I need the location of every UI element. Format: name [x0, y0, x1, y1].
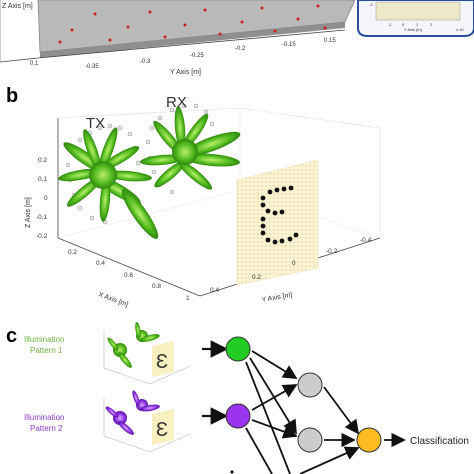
thumb-target: [152, 409, 174, 445]
z-tick: 0.1: [38, 176, 47, 183]
y-axis-label: Y Axis [m]: [261, 292, 293, 304]
inset-tick: -1: [388, 22, 392, 27]
inset-tick: 1: [416, 22, 419, 27]
inset-axis-label: Y Axis [m]: [404, 27, 422, 32]
panel-letter-c: c: [6, 325, 17, 347]
network-connections: [245, 350, 406, 474]
pattern1-thumbnail: Ɛ: [103, 322, 191, 385]
rx-lobe: [140, 154, 184, 166]
z-tick: 0: [44, 195, 48, 202]
tick-label: -0.15: [282, 42, 296, 48]
x-tick: 0.2: [68, 249, 77, 256]
tx-beam-pattern: [58, 123, 159, 239]
z-tick: -0.1: [36, 214, 48, 221]
z-axis-label: Z Axis [m]: [25, 197, 32, 228]
continuation-dot: [230, 470, 234, 474]
tx-label: TX: [86, 115, 105, 132]
target-plane: [236, 159, 319, 286]
pattern2-thumbnail: Ɛ: [103, 390, 191, 453]
rx-beam-pattern: [140, 103, 241, 195]
thumb-tx-lobe: [118, 421, 134, 435]
panel-c: c Illumination Pattern 1 Illumination Pa…: [6, 322, 469, 474]
thumb-tx-lobe: [118, 352, 132, 368]
rx-lobe: [174, 106, 186, 150]
y-tick: -0.4: [360, 237, 372, 244]
tick-label: 0.1: [30, 61, 39, 67]
target-letter-e-dots: [260, 185, 299, 245]
rx-lobe-core: [172, 139, 198, 165]
y-tick: 0: [292, 260, 296, 267]
inset-plot: [375, 1, 461, 21]
hidden-node-1: [297, 372, 323, 398]
rx-lobe: [177, 160, 213, 190]
y-tick: 0.2: [252, 274, 261, 281]
y-tick: 0.4: [210, 287, 219, 294]
thumb-letter-e: Ɛ: [156, 351, 168, 373]
classification-label: Classification: [410, 436, 469, 447]
target-screen: [236, 159, 319, 286]
z-tick: 0.2: [38, 157, 47, 164]
thumb-rx-lobe: [135, 322, 141, 338]
thumb-rx-lobe: [140, 334, 160, 342]
tx-lobe-core: [89, 161, 117, 189]
inset-tick: x 10: [456, 27, 464, 32]
tick-label: 0.15: [324, 38, 336, 44]
pattern1-label-line1: Illumination: [24, 335, 64, 344]
tx-lobe: [66, 177, 102, 207]
inset-tick: 0: [402, 22, 405, 27]
y-tick: -0.2: [326, 248, 338, 255]
rx-lobe: [184, 153, 240, 167]
hidden-node-2: [297, 427, 323, 453]
rx-element-dots: [145, 103, 215, 195]
rx-label: RX: [166, 94, 187, 111]
thumb-axis: [103, 398, 191, 453]
tick-label: -0.35: [85, 64, 99, 70]
thumb-tx-lobe: [107, 337, 119, 351]
thumb-rx-lobe: [140, 404, 160, 412]
input-node-1: [225, 336, 251, 362]
axis-line: [37, 29, 346, 59]
axis-grid: [57, 189, 241, 239]
rx-lobe: [154, 160, 186, 188]
antenna-element-dots: [58, 4, 327, 44]
thumb-target: [152, 341, 174, 377]
tx-main-lobe: [121, 189, 159, 239]
z-axis-label: Z Axis [m]: [2, 3, 33, 10]
panel-letter-b: b: [6, 85, 18, 107]
tick-label: -0.2: [235, 46, 246, 52]
thumb-rx-lobe: [132, 390, 140, 406]
tx-lobe: [99, 178, 111, 222]
pattern1-label-line2: Pattern 1: [30, 346, 63, 355]
input-node-2: [225, 403, 251, 429]
inset-tick: 2: [430, 22, 433, 27]
panel-b: b: [6, 85, 381, 309]
axis-line: [0, 57, 39, 63]
plate-side: [40, 22, 345, 58]
tick-label: -0.3: [140, 59, 151, 65]
x-tick: 0.4: [96, 260, 105, 267]
x-tick: 0.8: [152, 283, 161, 290]
y-axis-label: Y Axis [m]: [170, 69, 201, 76]
thumb-letter-e: Ɛ: [156, 419, 168, 441]
tx-lobe: [83, 129, 101, 171]
thumb-tx-lobe: [105, 406, 119, 418]
panel-a: Z Axis [m] -0.35 -0.3 -0.25 -0.2 -0.15 0…: [0, 0, 474, 76]
inset-tick: -3: [369, 2, 373, 7]
z-tick: -0.2: [36, 233, 48, 240]
x-tick: 1: [186, 295, 190, 302]
thumb-axis: [103, 330, 191, 385]
pattern2-label-line2: Pattern 2: [30, 424, 63, 433]
x-axis-label: X Axis [m]: [97, 291, 129, 308]
inset-zoom: -3 -1 0 1 2 Y Axis [m] x 10: [357, 0, 474, 37]
axis-grid: [57, 107, 381, 238]
x-tick: 0.6: [124, 272, 133, 279]
pattern2-label-line1: Illumination: [24, 413, 64, 422]
output-node: [356, 427, 382, 453]
tick-label: -0.25: [190, 53, 204, 59]
